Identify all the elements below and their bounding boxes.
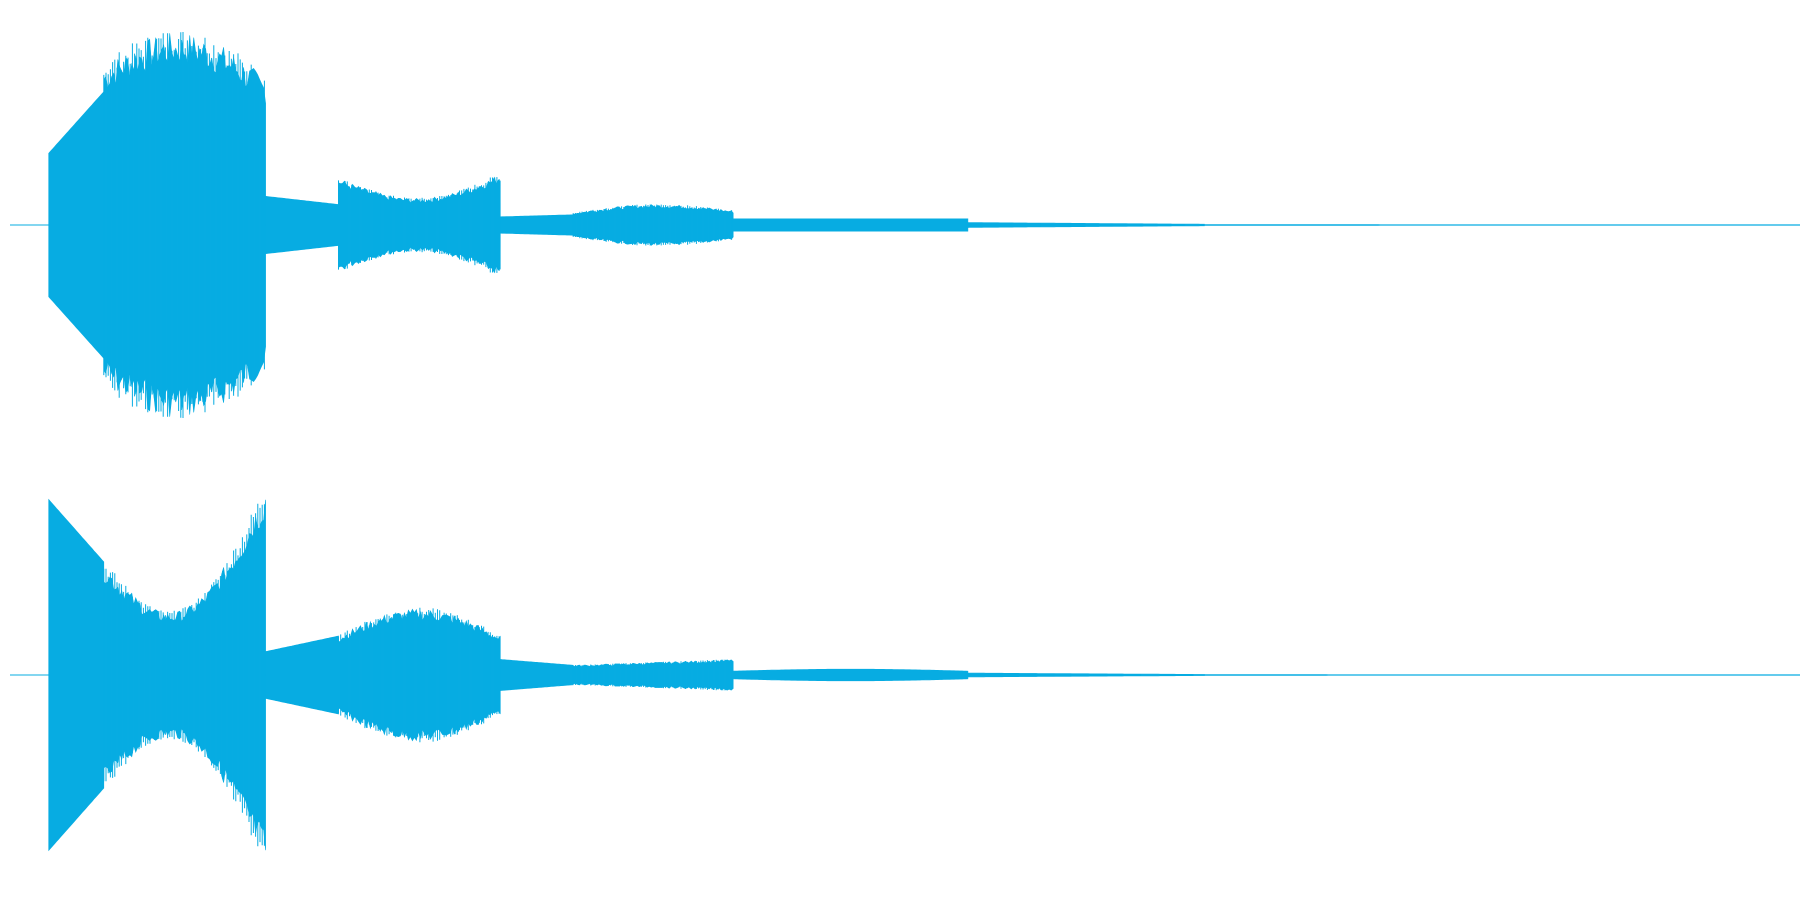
- waveform-segment: [265, 635, 339, 715]
- waveform-segment: [1204, 224, 1800, 226]
- waveform-segment: [48, 91, 105, 360]
- waveform-segment: [967, 222, 1205, 228]
- waveform-segment: [48, 498, 105, 852]
- waveform-segment: [732, 218, 969, 232]
- waveform-segment: [265, 195, 339, 255]
- waveform-segment: [967, 672, 1205, 678]
- waveform-segment: [1204, 674, 1800, 676]
- waveform-segment: [500, 659, 574, 691]
- channel-2-waveform: [10, 498, 1800, 852]
- waveform-segment: [500, 214, 574, 236]
- waveform-segment: [732, 668, 969, 682]
- channel-1-waveform: [10, 32, 1800, 418]
